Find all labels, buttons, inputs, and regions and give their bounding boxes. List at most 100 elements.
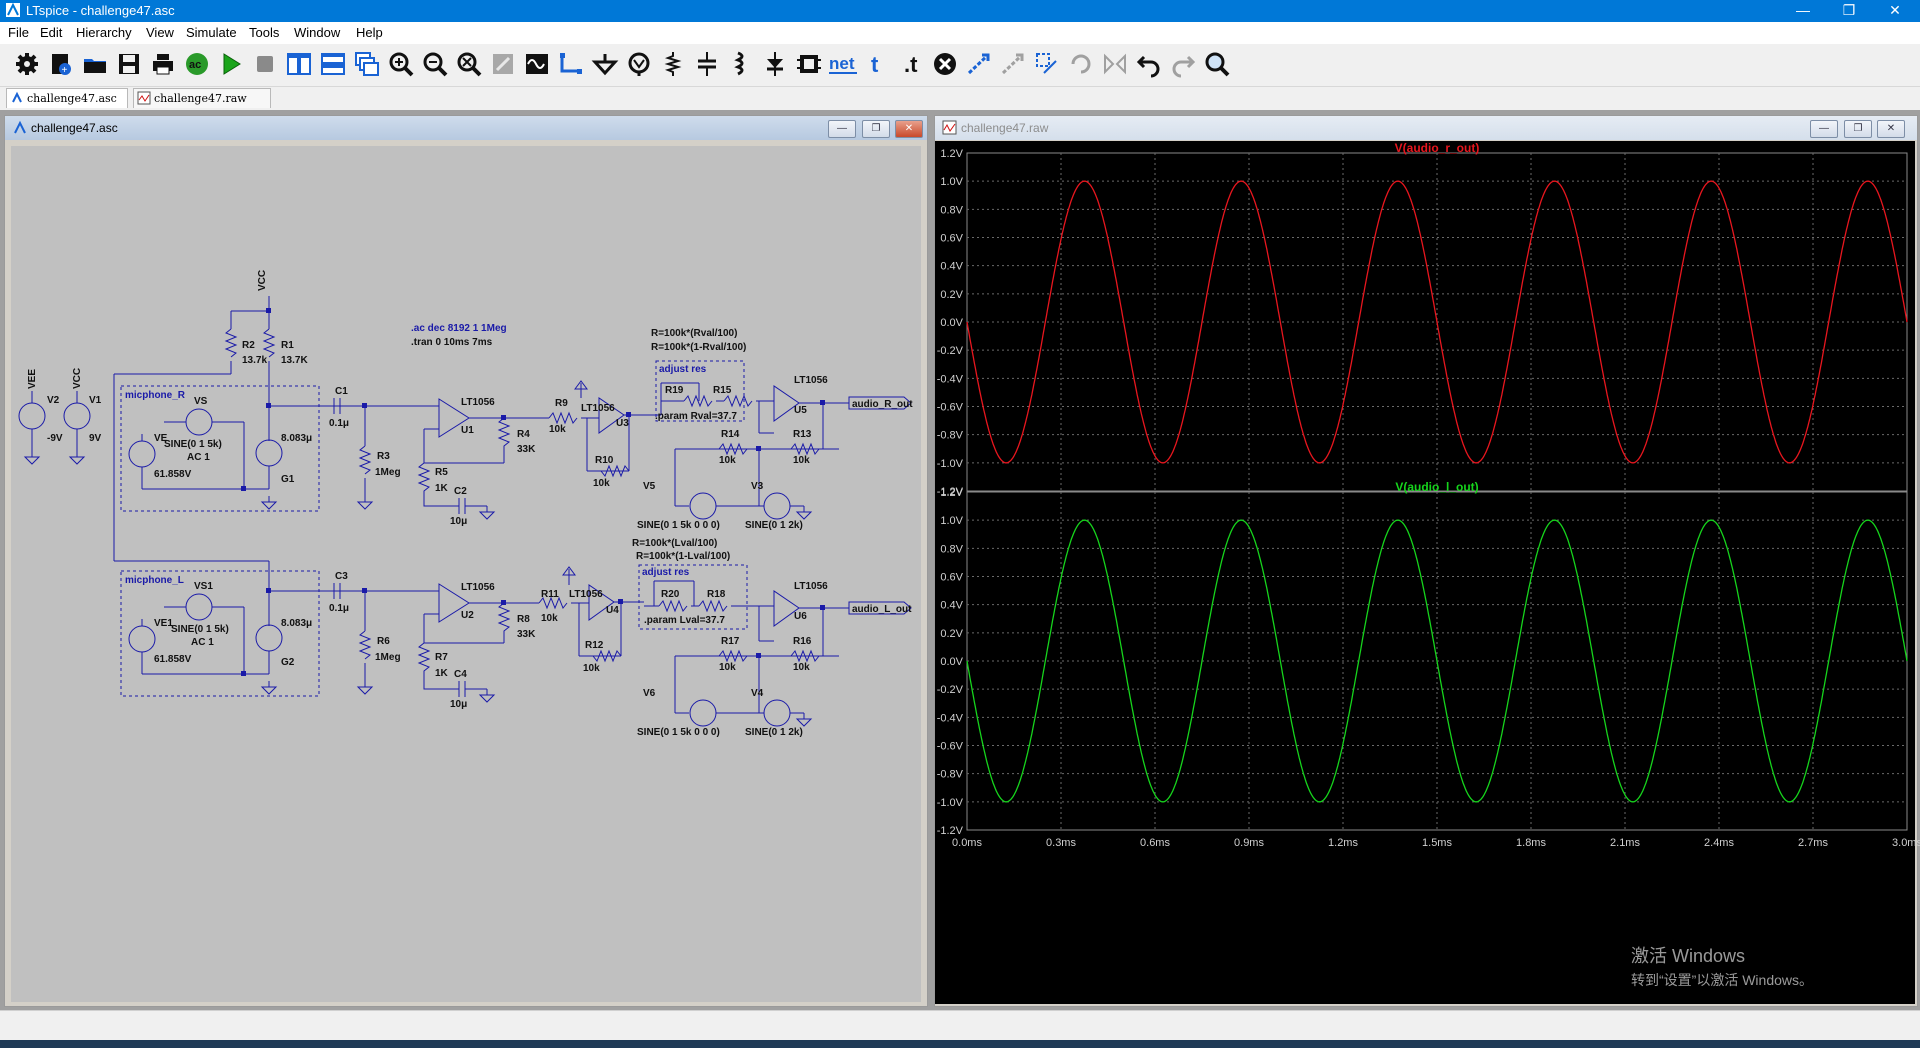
- halt-icon[interactable]: [250, 49, 280, 79]
- mic-label-l: micphone_L: [125, 575, 184, 586]
- vee-label: VEE: [27, 369, 38, 389]
- r11-value: 10k: [541, 613, 558, 624]
- x-tick-label: 2.4ms: [1704, 837, 1734, 849]
- activation-watermark-title: 激活 Windows: [1631, 946, 1746, 966]
- v2-ref: V2: [47, 395, 60, 406]
- netlist-icon[interactable]: net: [828, 49, 858, 79]
- menu-window[interactable]: Window: [294, 25, 341, 40]
- y-tick-label: 0.4V: [940, 261, 963, 273]
- zoom-in-icon[interactable]: [386, 49, 416, 79]
- menu-view[interactable]: View: [146, 25, 174, 40]
- schematic-restore-button[interactable]: ❐: [862, 120, 890, 138]
- minimize-button[interactable]: —: [1796, 2, 1810, 18]
- vs1-ac: AC 1: [191, 637, 214, 648]
- autorange-icon[interactable]: [522, 49, 552, 79]
- print-icon[interactable]: [148, 49, 178, 79]
- y-tick-label: 0.0V: [940, 317, 963, 329]
- delete-icon[interactable]: [930, 49, 960, 79]
- move-icon[interactable]: [964, 49, 994, 79]
- ltspice-app-icon: [6, 2, 20, 17]
- resistor-icon[interactable]: [658, 49, 688, 79]
- waveform-plot-area[interactable]: 1.2V1.0V0.8V0.6V0.4V0.2V0.0V-0.2V-0.4V-0…: [935, 141, 1920, 1004]
- tile-horizontal-icon[interactable]: [318, 49, 348, 79]
- y-tick-label: 0.6V: [940, 233, 963, 245]
- pan-icon[interactable]: [488, 49, 518, 79]
- maximize-button[interactable]: ❐: [1842, 2, 1856, 18]
- g2-ref: G2: [281, 657, 295, 668]
- schematic-close-button[interactable]: ✕: [895, 120, 923, 138]
- undo-icon[interactable]: [1134, 49, 1164, 79]
- v3-value: SINE(0 1 2k): [745, 520, 803, 531]
- r16-ref: R16: [793, 636, 812, 647]
- menu-simulate[interactable]: Simulate: [186, 25, 237, 40]
- r7-value: 1K: [435, 668, 449, 679]
- waveform-window-title: challenge47.raw: [961, 121, 1049, 135]
- r1-value: 13.7K: [281, 355, 308, 366]
- redo-icon[interactable]: [1168, 49, 1198, 79]
- schematic-window[interactable]: challenge47.asc — ❐ ✕: [4, 115, 928, 1007]
- r4-value: 33K: [517, 444, 536, 455]
- svg-text:net: net: [829, 54, 855, 73]
- zoom-fit-icon[interactable]: [454, 49, 484, 79]
- u4-model: LT1056: [569, 589, 603, 600]
- drag-icon[interactable]: [998, 49, 1028, 79]
- r10-ref: R10: [595, 455, 614, 466]
- wire-icon[interactable]: [556, 49, 586, 79]
- schematic-icon: [12, 91, 22, 103]
- new-schematic-icon[interactable]: +: [46, 49, 76, 79]
- x-tick-label: 0.9ms: [1234, 837, 1264, 849]
- menu-tools[interactable]: Tools: [249, 25, 280, 40]
- r5-value: 1K: [435, 483, 449, 494]
- rotate-icon[interactable]: [1066, 49, 1096, 79]
- u3-model: LT1056: [581, 403, 615, 414]
- schematic-minimize-button[interactable]: —: [828, 120, 856, 138]
- ve1-value: 61.858V: [154, 654, 192, 665]
- duplicate-icon[interactable]: [1032, 49, 1062, 79]
- label-icon[interactable]: [624, 49, 654, 79]
- schematic-canvas[interactable]: VCC VEE VCC V2 -9V V1 9V R2 13.7k R1 13.…: [11, 146, 921, 1002]
- save-icon[interactable]: [114, 49, 144, 79]
- tab-challenge47-raw[interactable]: challenge47.raw: [133, 88, 271, 108]
- u4-ref: U4: [606, 605, 619, 616]
- menu-help[interactable]: Help: [356, 25, 383, 40]
- waveform-minimize-button[interactable]: —: [1810, 120, 1838, 138]
- y-tick-label: -0.6V: [937, 402, 964, 414]
- control-panel-icon[interactable]: ac: [182, 49, 212, 79]
- u1-ref: U1: [461, 425, 474, 436]
- tab-challenge47-asc[interactable]: challenge47.asc: [6, 88, 128, 108]
- vs1-value: SINE(0 1 5k): [171, 624, 229, 635]
- tab-label: challenge47.raw: [154, 92, 247, 105]
- run-icon[interactable]: [216, 49, 246, 79]
- r15-ref: R15: [713, 385, 732, 396]
- settings-icon[interactable]: [12, 49, 42, 79]
- open-icon[interactable]: [80, 49, 110, 79]
- ground-icon[interactable]: [590, 49, 620, 79]
- diode-icon[interactable]: [760, 49, 790, 79]
- r12-value: 10k: [583, 663, 600, 674]
- inductor-icon[interactable]: [726, 49, 756, 79]
- y-tick-label: -0.4V: [937, 373, 964, 385]
- mirror-icon[interactable]: [1100, 49, 1130, 79]
- r17-ref: R17: [721, 636, 740, 647]
- waveform-close-button[interactable]: ✕: [1877, 120, 1905, 138]
- cascade-icon[interactable]: [352, 49, 382, 79]
- waveform-restore-button[interactable]: ❐: [1844, 120, 1872, 138]
- menu-hierarchy[interactable]: Hierarchy: [76, 25, 132, 40]
- menu-file[interactable]: File: [8, 25, 29, 40]
- r11-ref: R11: [541, 589, 559, 600]
- tile-vertical-icon[interactable]: [284, 49, 314, 79]
- close-button[interactable]: ✕: [1889, 2, 1901, 18]
- text-icon[interactable]: t: [862, 49, 892, 79]
- v1-value: 9V: [89, 433, 102, 444]
- menu-edit[interactable]: Edit: [40, 25, 63, 40]
- zoom-out-icon[interactable]: [420, 49, 450, 79]
- g1-value: 8.083μ: [281, 433, 312, 444]
- component-icon[interactable]: [794, 49, 824, 79]
- capacitor-icon[interactable]: [692, 49, 722, 79]
- spice-directive-icon[interactable]: .t: [896, 49, 926, 79]
- y-tick-label: 1.0V: [940, 176, 963, 188]
- find-icon[interactable]: [1202, 49, 1232, 79]
- trace-title: V(audio_r_out): [1395, 141, 1480, 155]
- y-tick-label: 0.6V: [940, 572, 963, 584]
